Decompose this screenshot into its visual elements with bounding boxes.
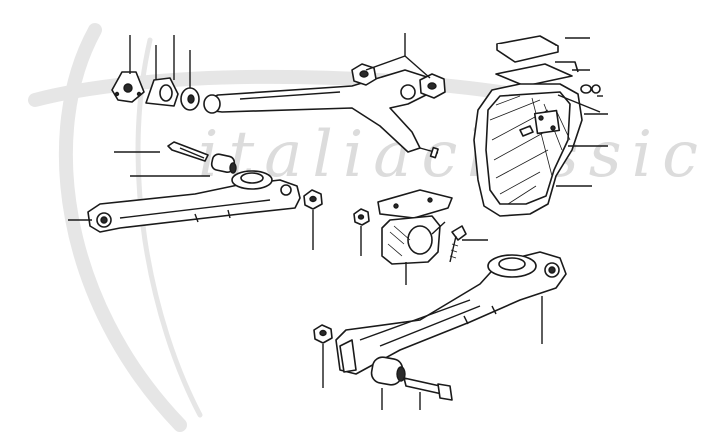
bushing-group-top-left [111, 71, 200, 111]
nut-middle-1 [303, 189, 323, 210]
lower-control-arm-left [87, 170, 301, 233]
bushing-bracket-clamp [377, 189, 467, 265]
bolt-bottom [370, 356, 453, 401]
mount-bracket-cushion [473, 83, 601, 217]
nut-middle-2 [353, 208, 370, 226]
wishbone-nut-right [419, 73, 446, 99]
lower-control-arm-right [335, 251, 567, 375]
mount-plate-stack [495, 35, 601, 94]
nut-bottom-left [313, 324, 333, 344]
bolt-left [167, 141, 237, 174]
wishbone-upper-arm [203, 63, 446, 159]
